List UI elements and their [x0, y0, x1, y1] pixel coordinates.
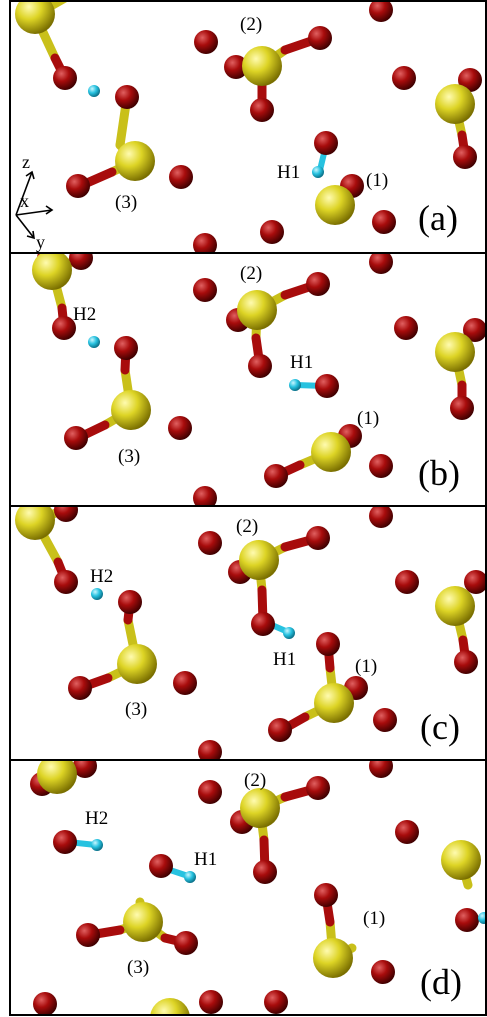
panel-label-d: (d) — [420, 962, 462, 1002]
sulfate-2-label: (2) — [240, 263, 262, 284]
sulfate-3-label: (3) — [115, 192, 137, 213]
h2-label: H2 — [90, 566, 113, 587]
axis-z-label: z — [22, 152, 30, 172]
h2-label: H2 — [73, 304, 96, 325]
sulfate-3-label: (3) — [118, 446, 140, 467]
panel-label-b: (b) — [418, 453, 460, 493]
hydrogen-atoms — [91, 588, 295, 639]
sulfur-atoms — [32, 253, 475, 472]
sulfate-2-label: (2) — [240, 14, 262, 35]
h1-label: H1 — [273, 649, 296, 670]
panel-frames — [9, 0, 487, 1016]
sulfur-atoms — [15, 0, 475, 225]
h2-label: H2 — [85, 808, 108, 829]
sulfate-1-label: (1) — [366, 170, 388, 191]
h1-label: H1 — [277, 162, 300, 183]
coordinate-axes — [15, 170, 54, 240]
sulfate-3-label: (3) — [127, 957, 149, 978]
sulfur-atoms — [37, 761, 481, 1015]
hydrogen-atoms — [88, 336, 301, 391]
axis-y-label: y — [36, 232, 45, 252]
h1-label: H1 — [290, 352, 313, 373]
panel-c: (2) (3) (1) H1 H2 (c) — [15, 507, 486, 759]
oxygen-atoms — [37, 253, 486, 505]
panel-label-c: (c) — [420, 707, 460, 747]
sulfate-2-label: (2) — [236, 516, 258, 537]
oxygen-atoms — [30, 761, 479, 1015]
hydrogen-atoms — [91, 839, 486, 924]
panel-a: z x y (2) (3) (1) H1 (a) — [15, 0, 482, 252]
axis-x-label: x — [20, 191, 29, 211]
sulfur-atoms — [15, 507, 475, 723]
oxygen-atoms — [54, 507, 486, 759]
h1-label: H1 — [194, 849, 217, 870]
sulfate-3-label: (3) — [125, 699, 147, 720]
sulfate-1-label: (1) — [357, 408, 379, 429]
hydrogen-atoms — [88, 85, 324, 178]
panel-d: (2) (3) (1) H1 H2 (d) — [30, 761, 486, 1015]
panel-label-a: (a) — [418, 198, 458, 238]
sulfate-2-label: (2) — [244, 770, 266, 791]
sulfate-1-label: (1) — [363, 908, 385, 929]
panel-b: (2) (3) (1) H1 H2 (b) — [32, 253, 486, 505]
sulfate-1-label: (1) — [355, 656, 377, 677]
